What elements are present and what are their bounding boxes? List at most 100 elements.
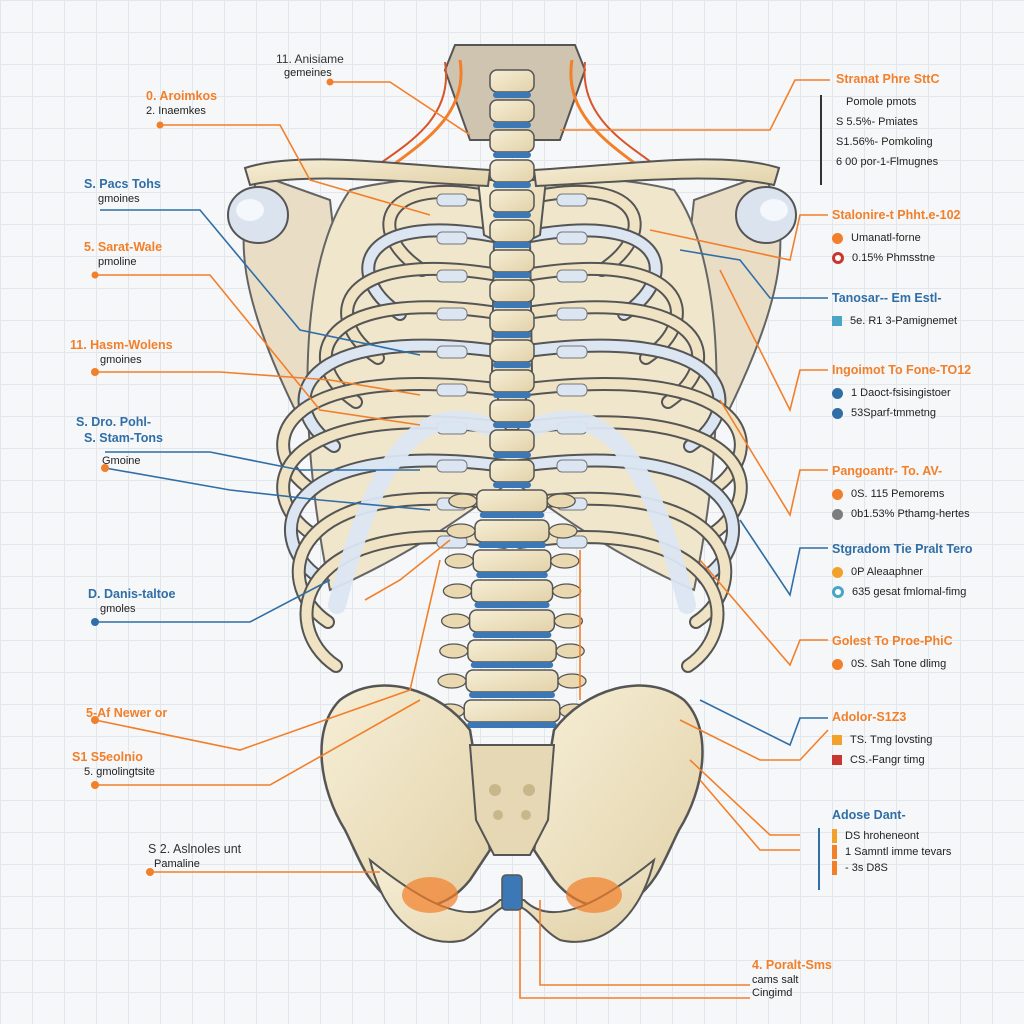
legend-9: Adose Dant- DS hroheneont 1 Samntl imme …	[832, 808, 952, 876]
vertebra	[472, 549, 552, 573]
right-clavicle	[532, 158, 781, 188]
legend-row: - 3s D8S	[832, 860, 951, 876]
rib-fill	[515, 532, 723, 671]
vertebra	[489, 459, 535, 483]
intervertebral-disc	[493, 212, 531, 218]
costal-cartilage	[436, 269, 468, 283]
transverse-process	[444, 553, 474, 569]
legend-row: 635 gesat fmlomal-fimg	[832, 582, 973, 602]
costal-cartilage	[556, 193, 588, 207]
costal-cartilage	[436, 459, 468, 473]
teal-square-icon	[832, 316, 842, 326]
vertebra	[489, 249, 535, 273]
legend-row: Umanatl-forne	[832, 228, 961, 248]
blue-dot-icon	[832, 407, 843, 419]
legend-row: 6 00 por-1-Flmugnes	[836, 156, 939, 168]
transverse-process	[446, 523, 476, 539]
rib-fill	[515, 186, 640, 275]
orange-dot-icon	[832, 658, 843, 670]
pelvis	[320, 684, 704, 943]
rib-fill	[384, 186, 509, 275]
vertebra	[489, 399, 535, 423]
vertebra	[476, 489, 548, 513]
costal-arch	[518, 410, 696, 614]
red-square-icon	[832, 755, 842, 765]
costal-cartilage	[556, 383, 588, 397]
label-left-6: Gmoine	[102, 455, 141, 467]
legend-row: TS. Tmg lovsting	[832, 730, 932, 750]
transverse-process	[548, 523, 578, 539]
costal-cartilage	[436, 383, 468, 397]
intervertebral-disc	[493, 122, 531, 128]
costal-cartilage	[436, 345, 468, 359]
vertebra	[463, 699, 561, 723]
legend-5: Pangoantr- To. AV- 0S. 115 Pemorems 0b1.…	[832, 464, 970, 524]
legend-row: 0S. Sah Tone dlimg	[832, 654, 953, 674]
rib-fill	[515, 302, 704, 407]
orange-bar-icon	[832, 861, 837, 875]
transverse-process	[546, 493, 576, 509]
vertebra	[489, 309, 535, 333]
costal-cartilage	[556, 231, 588, 245]
label-left-2: S. Pacs Tohs gmoines	[84, 177, 161, 205]
legend-2: Stalonire-t Phht.e-102 Umanatl-forne 0.1…	[832, 208, 961, 268]
costal-cartilage	[556, 269, 588, 283]
costal-cartilage	[556, 345, 588, 359]
legend-row: 0P Aleaaphner	[832, 562, 973, 582]
label-left-1: 0. Aroimkos 2. Inaemkes	[146, 89, 218, 117]
vertebra	[465, 669, 559, 693]
vertebra	[467, 639, 557, 663]
amber-dot-icon	[832, 566, 843, 578]
vertebra	[474, 519, 550, 543]
legend-9-bar	[818, 828, 820, 890]
intervertebral-disc	[493, 92, 531, 98]
rib-fill	[363, 225, 509, 319]
legend-row: 1 Daoct-fsisingistoer	[832, 383, 971, 403]
intervertebral-disc	[474, 602, 550, 608]
ribs	[276, 184, 748, 673]
label-left-9: S1 S5eolnio 5. gmolingtsite	[72, 750, 155, 778]
label-bottom: 4. Poralt-Sms cams salt Cingimd	[752, 958, 832, 1000]
costal-cartilage	[436, 307, 468, 321]
intervertebral-disc	[493, 242, 531, 248]
transverse-process	[550, 553, 580, 569]
legend-row: 0b1.53% Pthamg-hertes	[832, 504, 970, 524]
intervertebral-disc	[478, 542, 546, 548]
transverse-process	[439, 643, 469, 659]
transverse-process	[555, 643, 585, 659]
gray-dot-icon	[832, 508, 843, 520]
label-left-4: 11. Hasm-Wolens gmoines	[70, 338, 173, 366]
label-top-center: 11. Anisiame gemeines	[276, 52, 344, 79]
transverse-process	[553, 613, 584, 629]
legend-row: 5e. R1 3-Pamignemet	[832, 311, 957, 331]
rib-fill	[515, 340, 725, 451]
costal-cartilage	[556, 459, 588, 473]
intervertebral-disc	[479, 512, 545, 518]
transverse-process	[551, 583, 582, 599]
vertebra	[489, 219, 535, 243]
costal-cartilage	[436, 231, 468, 245]
transverse-process	[440, 613, 471, 629]
intervertebral-disc	[467, 722, 557, 728]
rib-fill	[342, 263, 509, 363]
vertebra	[468, 609, 556, 633]
blue-dot-icon	[832, 387, 843, 399]
intervertebral-disc	[493, 392, 531, 398]
intervertebral-disc	[493, 272, 531, 278]
intervertebral-disc	[493, 362, 531, 368]
costal-cartilage	[556, 307, 588, 321]
legend-row: 0S. 115 Pemorems	[832, 484, 970, 504]
label-left-8: 5-Af Newer or	[86, 706, 168, 720]
intervertebral-disc	[493, 302, 531, 308]
legend-row: S1.56%- Pomkoling	[836, 136, 933, 148]
orange-bar-icon	[832, 845, 837, 859]
legend-1-bar	[820, 95, 822, 185]
label-left-3: 5. Sarat-Wale pmoline	[84, 240, 163, 268]
vertebra	[489, 129, 535, 153]
rib-fill	[299, 340, 509, 451]
legend-row: DS hroheneont	[832, 828, 951, 844]
vertebra	[489, 429, 535, 453]
shoulder-joints	[227, 186, 797, 244]
intervertebral-disc	[469, 692, 555, 698]
